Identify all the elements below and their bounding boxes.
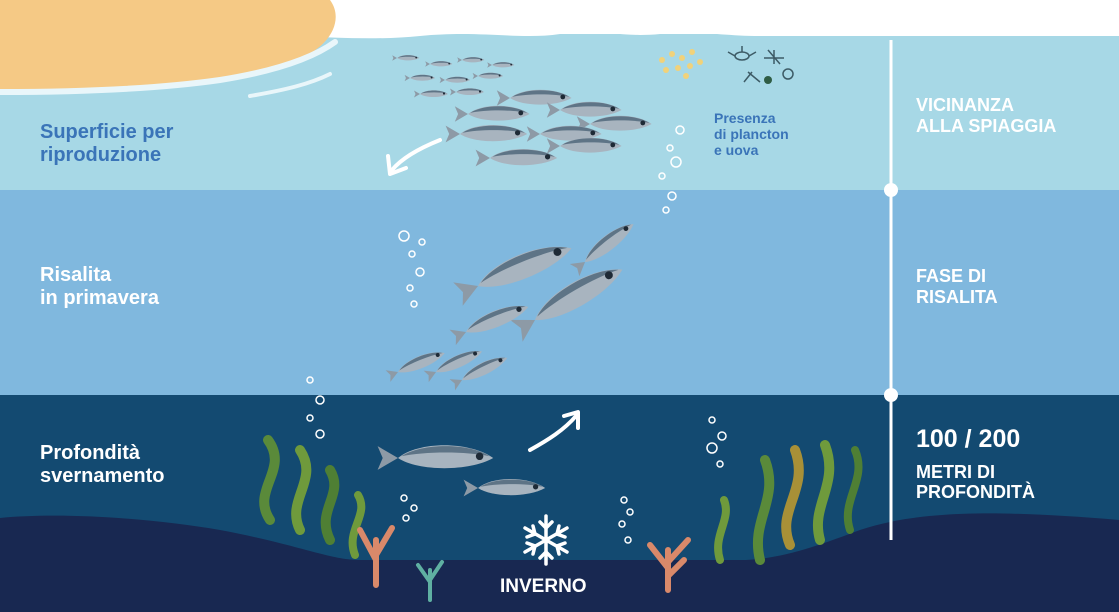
surface-layer-label: Superficie per riproduzione [40,121,173,167]
side-middle-line1: FASE DI [916,266,998,287]
deep-layer-label: Profondità svernamento [40,442,165,488]
depth-value: 100 / 200 [916,425,1035,454]
deep-label-line2: svernamento [40,465,165,488]
side-top-line2: ALLA SPIAGGIA [916,116,1056,137]
side-bottom-line1: METRI DI [916,462,1035,483]
surface-label-line2: riproduzione [40,144,173,167]
ascent-label-line2: in primavera [40,287,159,310]
ascent-label-line1: Risalita [40,264,159,287]
plankton-label-line3: e uova [714,142,789,158]
ascent-layer-label: Risalita in primavera [40,264,159,310]
plankton-label: Presenza di plancton e uova [714,110,789,158]
winter-label: INVERNO [500,576,587,598]
side-bottom-line2: PROFONDITÀ [916,482,1035,503]
plankton-dot [764,76,772,84]
plankton-label-line2: di plancton [714,126,789,142]
side-label-bottom: 100 / 200 METRI DI PROFONDITÀ [916,425,1035,503]
side-top-line1: VICINANZA [916,95,1056,116]
surface-label-line1: Superficie per [40,121,173,144]
plankton-label-line1: Presenza [714,110,789,126]
depth-marker [884,388,898,402]
depth-marker [884,183,898,197]
side-label-top: VICINANZA ALLA SPIAGGIA [916,95,1056,136]
side-label-middle: FASE DI RISALITA [916,266,998,307]
side-middle-line2: RISALITA [916,287,998,308]
deep-label-line1: Profondità [40,442,165,465]
